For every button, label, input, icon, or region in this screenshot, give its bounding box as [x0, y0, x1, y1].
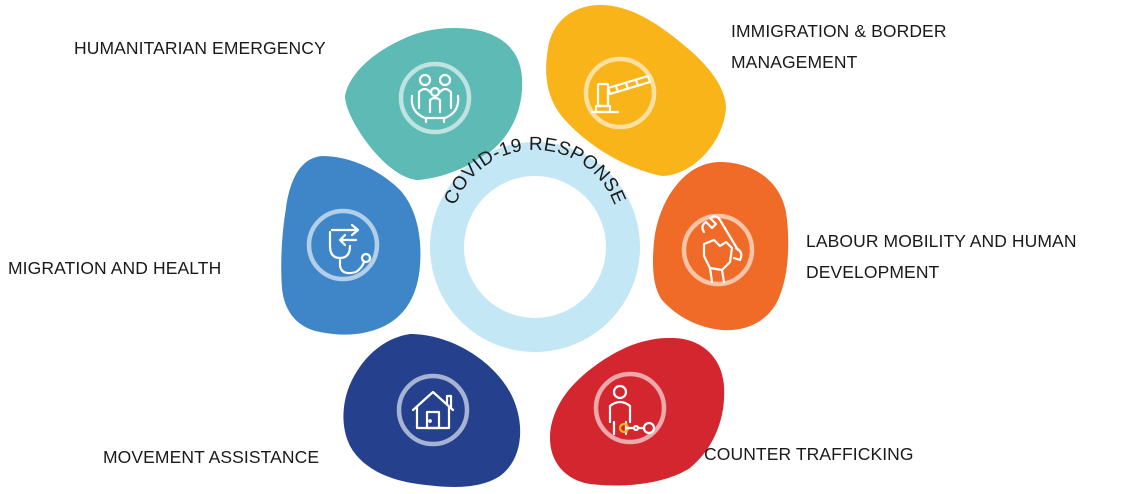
house-icon: [411, 390, 455, 430]
center-ring: [430, 142, 640, 352]
label-line: DEVELOPMENT: [806, 262, 940, 282]
migration-health-icon-group: [306, 208, 380, 282]
icon-ring: [398, 61, 472, 135]
fist-wrench-icon: [701, 215, 743, 284]
icon-ring: [583, 56, 657, 130]
humanitarian-emergency-label: HUMANITARIAN EMERGENCY: [74, 33, 326, 64]
immigration-border-petal[interactable]: [546, 4, 726, 176]
icon-ring: [681, 213, 755, 287]
stethoscope-arrows-icon: [328, 223, 372, 275]
label-line: MOVEMENT ASSISTANCE: [103, 447, 320, 467]
label-line: IMMIGRATION & BORDER: [731, 21, 947, 41]
icon-ring: [396, 373, 470, 447]
chained-person-icon: [608, 384, 656, 436]
movement-icon-group: [396, 373, 470, 447]
counter-trafficking-petal[interactable]: [550, 338, 725, 486]
humanitarian-icon-group: [398, 61, 472, 135]
labour-icon-group: [681, 213, 755, 287]
label-line: MIGRATION AND HEALTH: [8, 258, 222, 278]
humanitarian-emergency-petal[interactable]: [345, 28, 523, 180]
immigration-icon-group: [583, 56, 657, 130]
immigration-border-label: IMMIGRATION & BORDER MANAGEMENT: [731, 16, 947, 78]
family-care-icon: [410, 73, 460, 124]
counter-trafficking-label: COUNTER TRAFFICKING: [704, 439, 914, 470]
border-barrier-icon: [590, 74, 652, 114]
migration-health-label: MIGRATION AND HEALTH: [8, 253, 221, 284]
label-line: HUMANITARIAN EMERGENCY: [74, 38, 326, 58]
label-line: LABOUR MOBILITY AND HUMAN: [806, 231, 1077, 251]
counter-icon-group: [593, 371, 667, 445]
labour-mobility-label: LABOUR MOBILITY AND HUMAN DEVELOPMENT: [806, 226, 1077, 288]
label-line: MANAGEMENT: [731, 52, 858, 72]
movement-assistance-petal[interactable]: [343, 334, 521, 487]
label-line: COUNTER TRAFFICKING: [704, 444, 914, 464]
icon-ring: [306, 208, 380, 282]
movement-assistance-label: MOVEMENT ASSISTANCE: [103, 442, 319, 473]
icon-ring: [593, 371, 667, 445]
